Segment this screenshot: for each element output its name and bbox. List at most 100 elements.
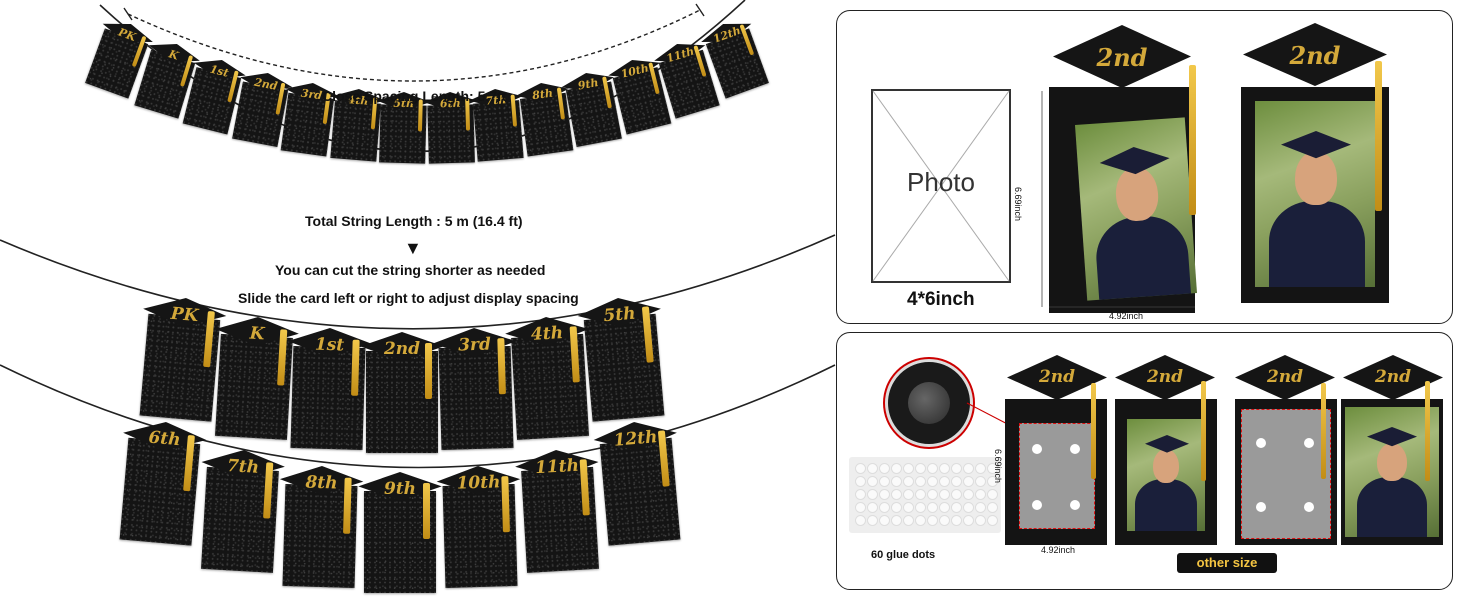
- glue-dot: [951, 515, 962, 526]
- banner-card: 1st: [290, 327, 366, 460]
- glue-dot: [927, 463, 938, 474]
- close-spacing-label: Close Spacing Length: 5.7ft: [322, 88, 507, 104]
- gown: [1135, 479, 1197, 531]
- cap-grade: 2nd: [383, 339, 421, 360]
- glue-dot: [867, 463, 878, 474]
- glue-dot: [963, 515, 974, 526]
- tassel: [425, 343, 432, 400]
- tassel: [1189, 65, 1196, 215]
- glitter-card: [519, 92, 574, 156]
- tassel: [464, 99, 470, 132]
- glue-dot: [975, 476, 986, 487]
- glue-dot: [927, 515, 938, 526]
- glue-dot: [975, 463, 986, 474]
- tassel: [1321, 383, 1326, 479]
- banner-card: 12th: [598, 419, 681, 556]
- glue-dot: [939, 489, 950, 500]
- glue-dot: [975, 515, 986, 526]
- glue-dot: [963, 489, 974, 500]
- glue-dot: [855, 502, 866, 513]
- glue-dot: [939, 502, 950, 513]
- photo-frame: [1049, 87, 1198, 313]
- cap-grade: 2nd: [1374, 367, 1412, 387]
- banner-card: 8th: [282, 465, 358, 598]
- adhesive-dot: [1070, 500, 1080, 510]
- adhesive-dot: [1304, 502, 1314, 512]
- face: [1377, 443, 1407, 481]
- cap-grade: 9th: [383, 479, 417, 500]
- gown: [1357, 477, 1427, 537]
- banner-card: 5th: [582, 295, 665, 432]
- glue-dot: [855, 463, 866, 474]
- glue-dot: [855, 476, 866, 487]
- cross-lines: [872, 90, 1010, 282]
- glue-dot: [987, 489, 998, 500]
- grad-cap: 2nd: [1115, 355, 1215, 400]
- grad-cap: 2nd: [1235, 355, 1335, 400]
- graduate-photo: [1345, 407, 1439, 537]
- glue-dot: [939, 463, 950, 474]
- width-dimension: 4.92inch: [1109, 311, 1144, 321]
- down-arrow-icon: ▼: [404, 238, 422, 258]
- dimension-lines: [1041, 91, 1195, 308]
- banner-card: 3rd: [438, 327, 514, 460]
- glue-dot: [915, 476, 926, 487]
- adhesive-dot: [1304, 438, 1314, 448]
- adhesive-dot: [1256, 502, 1266, 512]
- face: [1114, 165, 1160, 223]
- cap-grade: 2nd: [1096, 43, 1148, 72]
- glue-dot: [951, 502, 962, 513]
- cap-grade: 2nd: [1266, 367, 1304, 387]
- height-dimension: 6.69inch: [993, 449, 1003, 484]
- glue-dot: [927, 502, 938, 513]
- glue-dot: [903, 489, 914, 500]
- glue-dot: [915, 515, 926, 526]
- glue-dot: [867, 515, 878, 526]
- glue-dot: [963, 502, 974, 513]
- size-panel: Photo 4*6inch 2nd 6.69inch 4.92inch 2nd: [836, 10, 1453, 324]
- glue-dot: [908, 382, 950, 424]
- total-length-label: Total String Length : 5 m (16.4 ft): [305, 213, 523, 229]
- other-size-badge: other size: [1177, 553, 1277, 573]
- glue-dot: [951, 489, 962, 500]
- photo-label: Photo: [907, 167, 975, 197]
- width-dimension: 4.92inch: [1041, 545, 1076, 555]
- banner-card: 11th: [520, 448, 599, 583]
- glue-dot: [879, 515, 890, 526]
- adhesive-area: [1241, 409, 1331, 539]
- zoom-lines: [966, 402, 1018, 430]
- glue-dot: [939, 515, 950, 526]
- glue-dot-sheet: [849, 457, 1001, 533]
- graduate-photo: [1074, 117, 1198, 301]
- banner-card: 6th: [119, 419, 202, 556]
- tassel: [1201, 381, 1206, 481]
- banner-card: 4th: [510, 315, 589, 450]
- glue-dot: [927, 489, 938, 500]
- tassel: [1425, 381, 1430, 481]
- photo-size-label: 4*6inch: [907, 289, 975, 310]
- glue-dot: [987, 463, 998, 474]
- grad-cap: 2nd: [1053, 25, 1191, 88]
- assembly-panel: 60 glue dots 2nd 6.69inch 4.92inch 2nd 2…: [836, 332, 1453, 590]
- glue-dot: [855, 515, 866, 526]
- glitter-card: [583, 313, 665, 422]
- glue-dot: [963, 463, 974, 474]
- height-dimension: 6.69inch: [1013, 187, 1023, 222]
- glitter-card: [473, 99, 524, 162]
- face: [1295, 151, 1337, 205]
- glitter-card: [599, 437, 681, 546]
- glue-dot: [915, 463, 926, 474]
- glue-dot: [879, 476, 890, 487]
- banner-card: 10th: [442, 465, 518, 598]
- glue-dot: [975, 502, 986, 513]
- cap-grade: 2nd: [1038, 367, 1076, 387]
- frame-back: [1235, 399, 1337, 545]
- glue-dot: [903, 515, 914, 526]
- gown: [1269, 201, 1365, 287]
- glue-dot: [927, 476, 938, 487]
- banner-card: PK: [139, 295, 222, 432]
- tassel: [1375, 61, 1382, 211]
- adhesive-area: [1019, 423, 1095, 529]
- banner-card: 2nd: [360, 332, 444, 463]
- glue-dot: [987, 476, 998, 487]
